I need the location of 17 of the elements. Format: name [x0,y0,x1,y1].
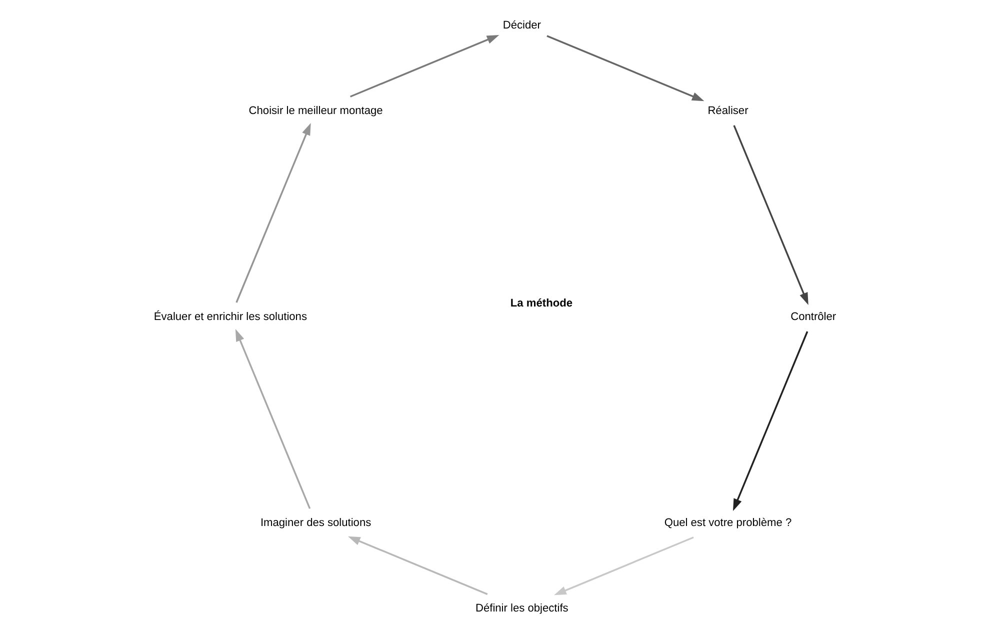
node-text: Évaluer et enrichir les solutions [153,310,307,323]
arrow [348,536,488,595]
node-text: Décider [502,19,540,32]
node-text: Quel est votre problème ? [664,517,792,530]
arrow [234,329,310,509]
arrow [732,125,808,305]
arrow [554,536,694,596]
label: La méthode [510,297,572,310]
node-text: Contrôler [790,310,836,323]
arrow [235,122,310,303]
arrow [546,35,704,102]
node-text: Réaliser [707,104,748,117]
arrow [732,331,808,512]
node-text: Choisir le meilleur montage [248,104,382,117]
node-text: Définir les objectifs [474,602,568,614]
arrow [349,34,499,98]
node-text: Imaginer des solutions [260,517,371,530]
